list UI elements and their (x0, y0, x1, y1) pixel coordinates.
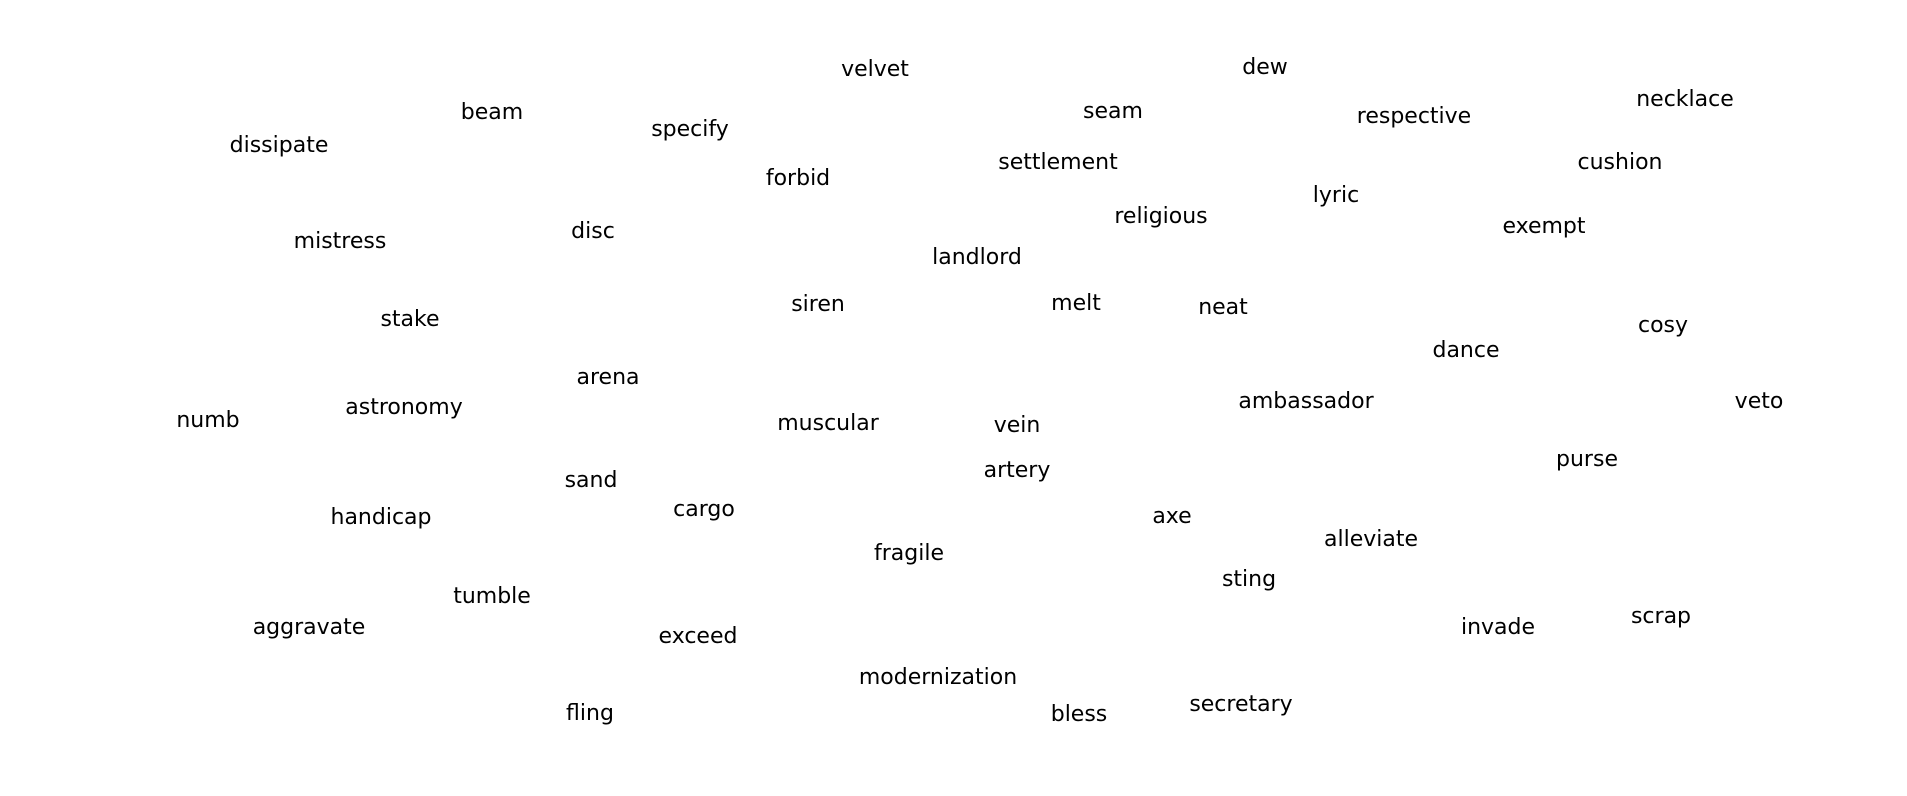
word-veto: veto (1734, 389, 1784, 414)
word-modernization: modernization (858, 665, 1018, 690)
word-settlement: settlement (998, 150, 1118, 175)
word-scrap: scrap (1630, 604, 1692, 629)
word-sand: sand (564, 468, 618, 493)
word-dissipate: dissipate (229, 133, 329, 158)
word-cosy: cosy (1637, 313, 1689, 338)
word-beam: beam (460, 100, 524, 125)
word-cargo: cargo (673, 497, 735, 522)
word-astronomy: astronomy (345, 395, 463, 420)
word-mistress: mistress (293, 229, 387, 254)
word-cushion: cushion (1577, 150, 1663, 175)
word-numb: numb (176, 408, 240, 433)
word-landlord: landlord (932, 245, 1022, 270)
word-bless: bless (1050, 702, 1108, 727)
word-invade: invade (1460, 615, 1536, 640)
word-exempt: exempt (1502, 214, 1586, 239)
word-stake: stake (380, 307, 440, 332)
word-axe: axe (1152, 504, 1192, 529)
word-ambassador: ambassador (1238, 389, 1374, 414)
word-melt: melt (1051, 291, 1101, 316)
word-seam: seam (1083, 99, 1143, 124)
word-fragile: fragile (874, 541, 944, 566)
word-disc: disc (571, 219, 615, 244)
word-arena: arena (576, 365, 640, 390)
word-religious: religious (1114, 204, 1208, 229)
word-siren: siren (791, 292, 845, 317)
word-muscular: muscular (777, 411, 879, 436)
word-purse: purse (1556, 447, 1618, 472)
word-dew: dew (1242, 55, 1288, 80)
word-forbid: forbid (765, 166, 831, 191)
word-alleviate: alleviate (1323, 527, 1419, 552)
word-respective: respective (1356, 104, 1472, 129)
word-exceed: exceed (658, 624, 738, 649)
word-vein: vein (993, 413, 1041, 438)
word-tumble: tumble (453, 584, 531, 609)
word-artery: artery (983, 458, 1051, 483)
word-fling: fling (566, 701, 614, 726)
word-specify: specify (651, 117, 729, 142)
word-aggravate: aggravate (252, 615, 366, 640)
word-velvet: velvet (841, 57, 909, 82)
word-sting: sting (1221, 567, 1277, 592)
word-neat: neat (1198, 295, 1248, 320)
word-handicap: handicap (330, 505, 432, 530)
word-dance: dance (1432, 338, 1500, 363)
word-necklace: necklace (1636, 87, 1734, 112)
word-secretary: secretary (1189, 692, 1293, 717)
word-lyric: lyric (1312, 183, 1360, 208)
